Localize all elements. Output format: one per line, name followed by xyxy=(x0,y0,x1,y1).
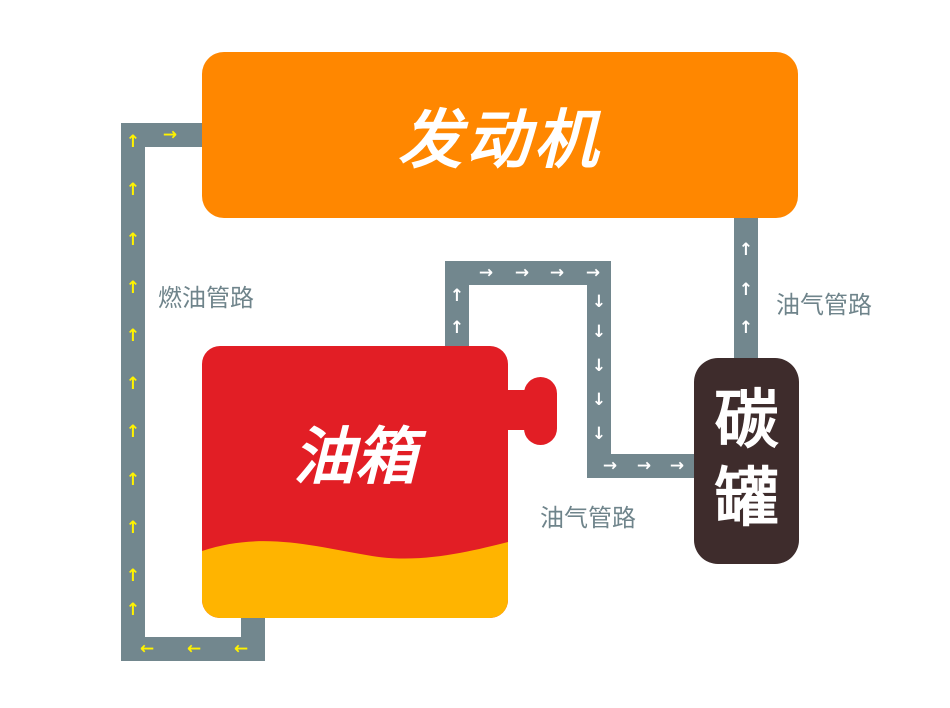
canister-label-line2: 罐 xyxy=(714,462,779,536)
engine-label: 发动机 xyxy=(398,104,602,178)
fuel-tank: 油箱 xyxy=(202,346,508,618)
arrow-right-icon: → xyxy=(478,263,494,283)
arrow-right-icon: → xyxy=(669,456,685,476)
arrow-up-icon: ↑ xyxy=(125,132,141,152)
arrow-up-icon: ↑ xyxy=(125,278,141,298)
vapor-pipe-down xyxy=(587,261,611,478)
arrow-up-icon: ↑ xyxy=(125,180,141,200)
arrow-right-icon: → xyxy=(162,125,178,145)
arrow-up-icon: ↑ xyxy=(449,286,465,306)
arrow-up-icon: ↑ xyxy=(125,518,141,538)
fuel-pipe-vertical xyxy=(121,123,145,661)
engine-block: 发动机 xyxy=(202,52,798,218)
arrow-down-icon: ↓ xyxy=(591,292,607,312)
arrow-left-icon: ← xyxy=(139,639,155,659)
arrow-right-icon: → xyxy=(636,456,652,476)
arrow-down-icon: ↓ xyxy=(591,424,607,444)
arrow-down-icon: ↓ xyxy=(591,322,607,342)
fuel-tank-label: 油箱 xyxy=(292,420,417,493)
arrow-right-icon: → xyxy=(585,263,601,283)
arrow-left-icon: ← xyxy=(186,639,202,659)
vapor-line-engine-label: 油气管路 xyxy=(776,291,872,319)
arrow-up-icon: ↑ xyxy=(125,230,141,250)
arrow-right-icon: → xyxy=(549,263,565,283)
arrow-up-icon: ↑ xyxy=(125,326,141,346)
vapor-pipe-top xyxy=(445,261,611,285)
arrow-up-icon: ↑ xyxy=(738,318,754,338)
vapor-pipe-engine xyxy=(734,210,758,365)
arrow-right-icon: → xyxy=(602,456,618,476)
arrow-up-icon: ↑ xyxy=(125,374,141,394)
arrow-left-icon: ← xyxy=(233,639,249,659)
carbon-canister: 碳 罐 xyxy=(694,358,799,564)
fuel-line-label: 燃油管路 xyxy=(158,284,254,312)
canister-label-line1: 碳 xyxy=(714,384,779,458)
arrow-up-icon: ↑ xyxy=(125,422,141,442)
arrow-down-icon: ↓ xyxy=(591,390,607,410)
arrow-up-icon: ↑ xyxy=(738,280,754,300)
arrow-right-icon: → xyxy=(514,263,530,283)
vapor-pipe-bottom xyxy=(587,454,699,478)
arrow-down-icon: ↓ xyxy=(591,356,607,376)
fuel-level-wave xyxy=(202,541,508,618)
arrow-up-icon: ↑ xyxy=(125,470,141,490)
arrow-up-icon: ↑ xyxy=(449,318,465,338)
fuel-pipe-top xyxy=(121,123,211,147)
arrow-up-icon: ↑ xyxy=(125,600,141,620)
vapor-line-tank-label: 油气管路 xyxy=(540,504,636,532)
fuel-tank-cap xyxy=(524,377,557,445)
arrow-up-icon: ↑ xyxy=(125,566,141,586)
fuel-pipe-tank-stub xyxy=(241,610,265,661)
arrow-up-icon: ↑ xyxy=(738,240,754,260)
